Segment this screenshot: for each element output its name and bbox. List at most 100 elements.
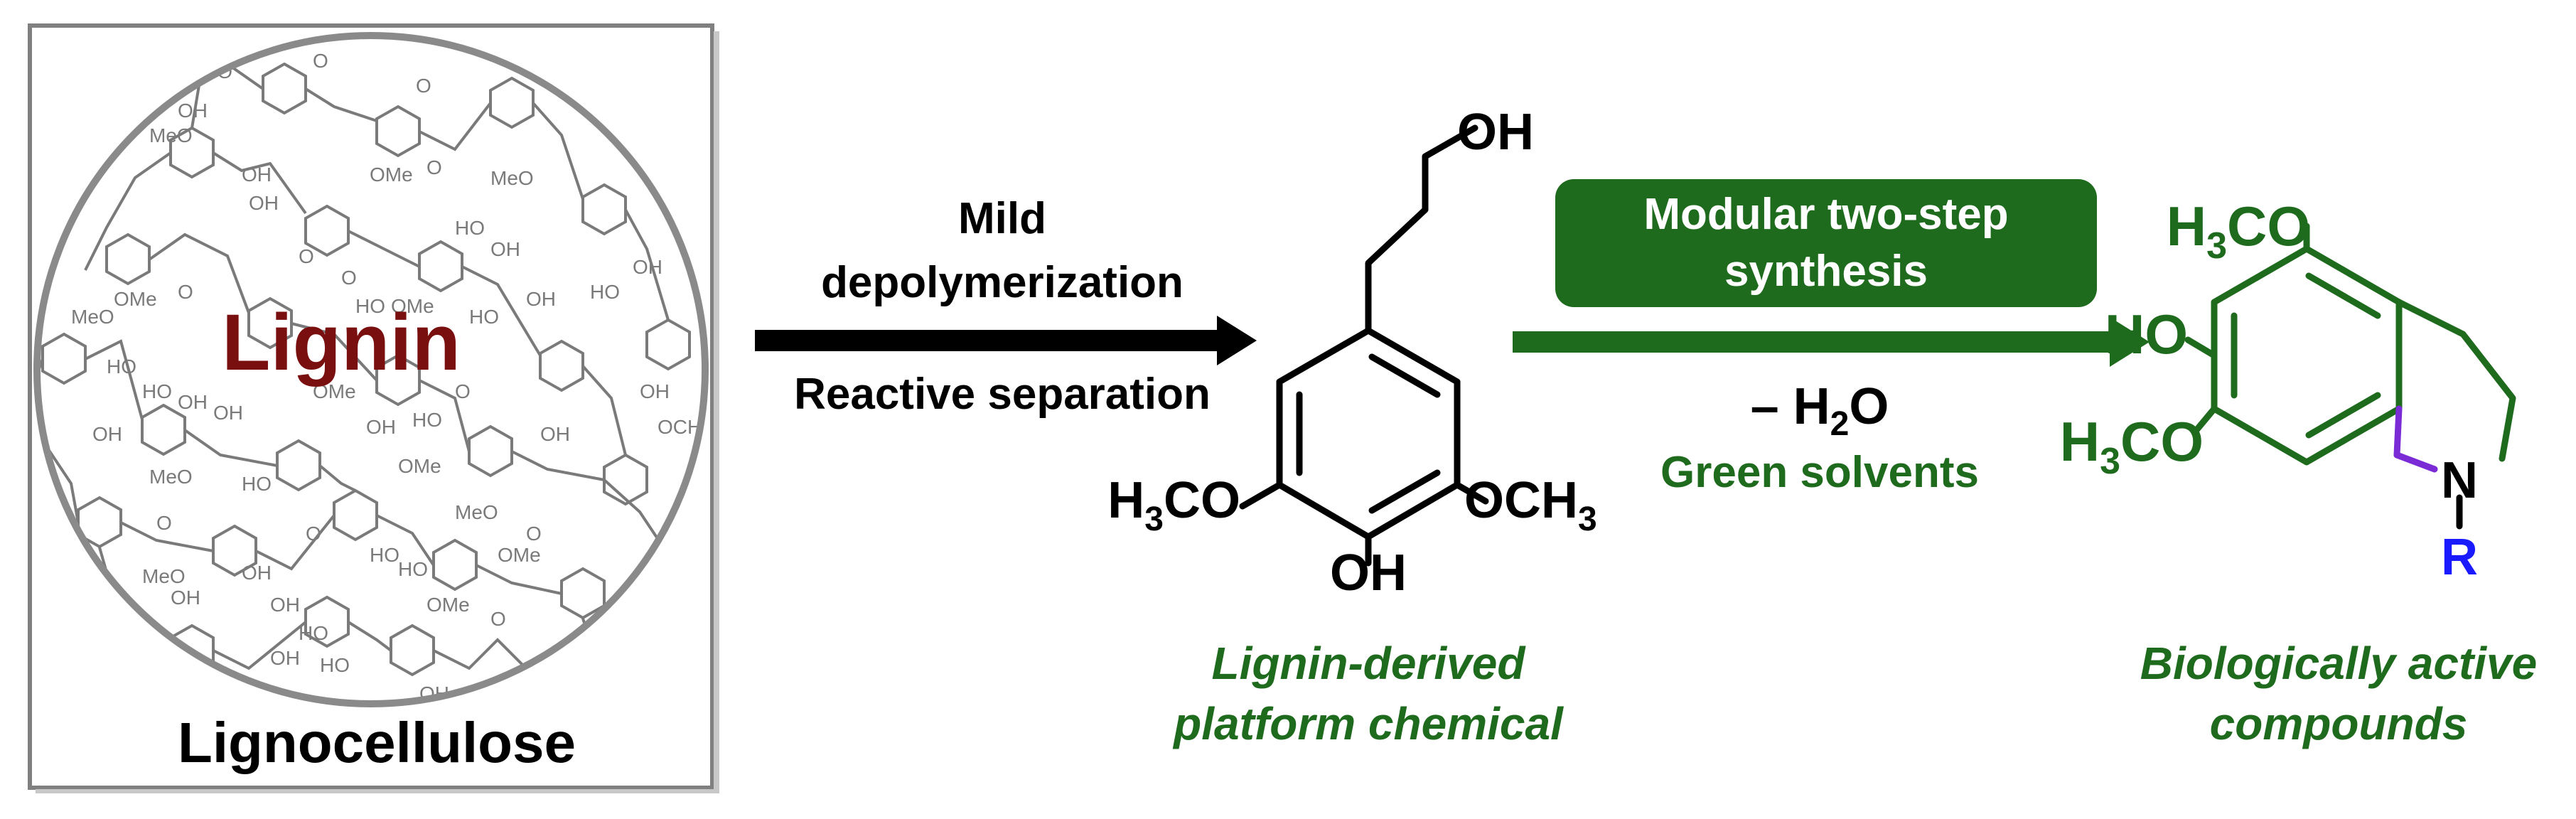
- product-green-bonds: [2184, 223, 2516, 466]
- platform-ring: [1276, 327, 1461, 540]
- lignocellulose-label: Lignocellulose: [178, 711, 576, 774]
- product-structure: [2184, 223, 2516, 530]
- water-loss-label: – H2O: [1751, 378, 1889, 443]
- svg-text:OH: OH: [249, 192, 279, 214]
- product-ho-bond: [2184, 336, 2218, 359]
- svg-text:OH: OH: [633, 256, 662, 278]
- product-caption-line2: compounds: [2210, 698, 2468, 749]
- svg-text:HO: HO: [142, 380, 172, 402]
- water-sub: 2: [1830, 405, 1850, 443]
- svg-text:O: O: [455, 380, 471, 402]
- product-ho: HO: [2105, 303, 2188, 365]
- product-n-purple-bond: [2393, 451, 2438, 473]
- lignin-network: HO O O O OH MeO OH OH OMe O O MeO HO OH …: [37, 50, 702, 704]
- svg-text:OH: OH: [242, 164, 272, 186]
- platform-caption-line2: platform chemical: [1172, 698, 1564, 749]
- step1-arrow-group: Mild depolymerization Reactive separatio…: [755, 194, 1257, 419]
- svg-text:HO: HO: [412, 409, 442, 431]
- svg-text:HO: HO: [355, 295, 385, 317]
- svg-text:O: O: [299, 245, 314, 267]
- svg-text:OMe: OMe: [114, 288, 157, 310]
- product-caption-line1: Biologically active: [2140, 638, 2537, 689]
- svg-text:MeO: MeO: [149, 124, 193, 146]
- product-caption: Biologically active compounds: [2140, 638, 2537, 749]
- svg-text:OH: OH: [270, 594, 300, 616]
- platform-inner-bond-2: [1368, 469, 1441, 514]
- platform-top-oh: OH: [1457, 104, 1534, 161]
- platform-right-och: OCH: [1464, 472, 1578, 529]
- product-top-co: CO: [2227, 195, 2310, 257]
- product-bottom-o-bond: [2193, 405, 2218, 434]
- platform-left-sub: 3: [1144, 500, 1164, 538]
- svg-text:MeO: MeO: [149, 466, 193, 488]
- svg-text:OMe: OMe: [370, 164, 413, 186]
- step2-arrow-group: Modular two-step synthesis – H2O Green s…: [1513, 179, 2150, 497]
- water-suffix: O: [1849, 378, 1889, 435]
- svg-text:OH: OH: [366, 416, 396, 438]
- svg-text:OH: OH: [92, 423, 122, 445]
- svg-text:HO: HO: [590, 281, 620, 303]
- lignocellulose-panel: HO O O O OH MeO OH OH OMe O O MeO HO OH …: [28, 23, 719, 793]
- svg-text:OMe: OMe: [498, 544, 541, 566]
- platform-labels: OH H3CO OCH3 OH: [1107, 104, 1596, 601]
- lignin-labels: HO O O O OH MeO OH OH OMe O O MeO HO OH …: [71, 50, 702, 704]
- svg-text:O: O: [490, 608, 506, 630]
- product-inner-bond-1: [2305, 272, 2381, 319]
- svg-text:OMe: OMe: [313, 380, 356, 402]
- svg-text:OMe: OMe: [426, 594, 470, 616]
- step2-arrow-shaft: [1513, 331, 2117, 353]
- panel-frame: [28, 23, 714, 790]
- platform-left-co: CO: [1164, 472, 1240, 529]
- svg-text:HO: HO: [370, 544, 399, 566]
- platform-right-o-bond: [1454, 481, 1489, 505]
- panel-shadow: [714, 31, 719, 792]
- product-bottom-sub: 3: [2100, 441, 2120, 482]
- platform-right-sub: 3: [1578, 500, 1597, 538]
- svg-text:O: O: [426, 156, 442, 178]
- lignin-label: Lignin: [222, 298, 461, 387]
- platform-right-group: OCH3: [1464, 472, 1597, 538]
- svg-text:OH: OH: [242, 562, 272, 584]
- svg-text:HO: HO: [320, 654, 350, 676]
- product-inner-bond-2: [2305, 392, 2381, 439]
- svg-text:OH: OH: [178, 391, 208, 413]
- synthesis-box-line2: synthesis: [1724, 247, 1928, 296]
- svg-text:O: O: [526, 523, 542, 545]
- svg-text:HO: HO: [469, 306, 499, 328]
- platform-chain: [1365, 124, 1478, 334]
- svg-text:HO: HO: [455, 217, 485, 239]
- product-bottom-h: H: [2060, 410, 2100, 473]
- svg-text:OH: OH: [270, 647, 300, 669]
- svg-text:OH: OH: [490, 238, 520, 260]
- product-bottom-co: CO: [2120, 410, 2204, 473]
- svg-text:OH: OH: [178, 100, 208, 122]
- product-top-sub: 3: [2206, 225, 2227, 267]
- water-prefix: – H: [1751, 378, 1830, 435]
- product-ring: [2211, 245, 2403, 466]
- green-solvents-label: Green solvents: [1660, 448, 1979, 497]
- svg-text:OH: OH: [213, 402, 243, 424]
- svg-text:O: O: [341, 267, 357, 289]
- svg-text:OH: OH: [540, 423, 570, 445]
- svg-text:HO: HO: [398, 558, 428, 580]
- panel-shadow-bottom: [36, 789, 719, 793]
- svg-text:OMe: OMe: [398, 455, 441, 477]
- svg-text:MeO: MeO: [71, 306, 114, 328]
- product-r-group: R: [2441, 529, 2478, 586]
- product-top-group: H3CO: [2167, 195, 2310, 267]
- platform-inner-bond-1: [1368, 353, 1441, 398]
- svg-text:OH: OH: [526, 288, 556, 310]
- synthesis-box-line1: Modular two-step: [1643, 190, 2008, 239]
- svg-text:O: O: [156, 512, 172, 534]
- product-top-h: H: [2167, 195, 2206, 257]
- lignin-circle: [33, 32, 709, 707]
- platform-caption-line1: Lignin-derived: [1212, 638, 1527, 689]
- svg-text:HO: HO: [299, 622, 328, 644]
- svg-text:O: O: [416, 75, 431, 97]
- svg-text:O: O: [178, 281, 193, 303]
- svg-text:OH: OH: [640, 380, 670, 402]
- step1-arrow-shaft: [755, 330, 1224, 351]
- platform-left-h: H: [1107, 472, 1144, 529]
- step1-reactive-separation-label: Reactive separation: [794, 370, 1211, 419]
- platform-bottom-oh: OH: [1330, 545, 1407, 601]
